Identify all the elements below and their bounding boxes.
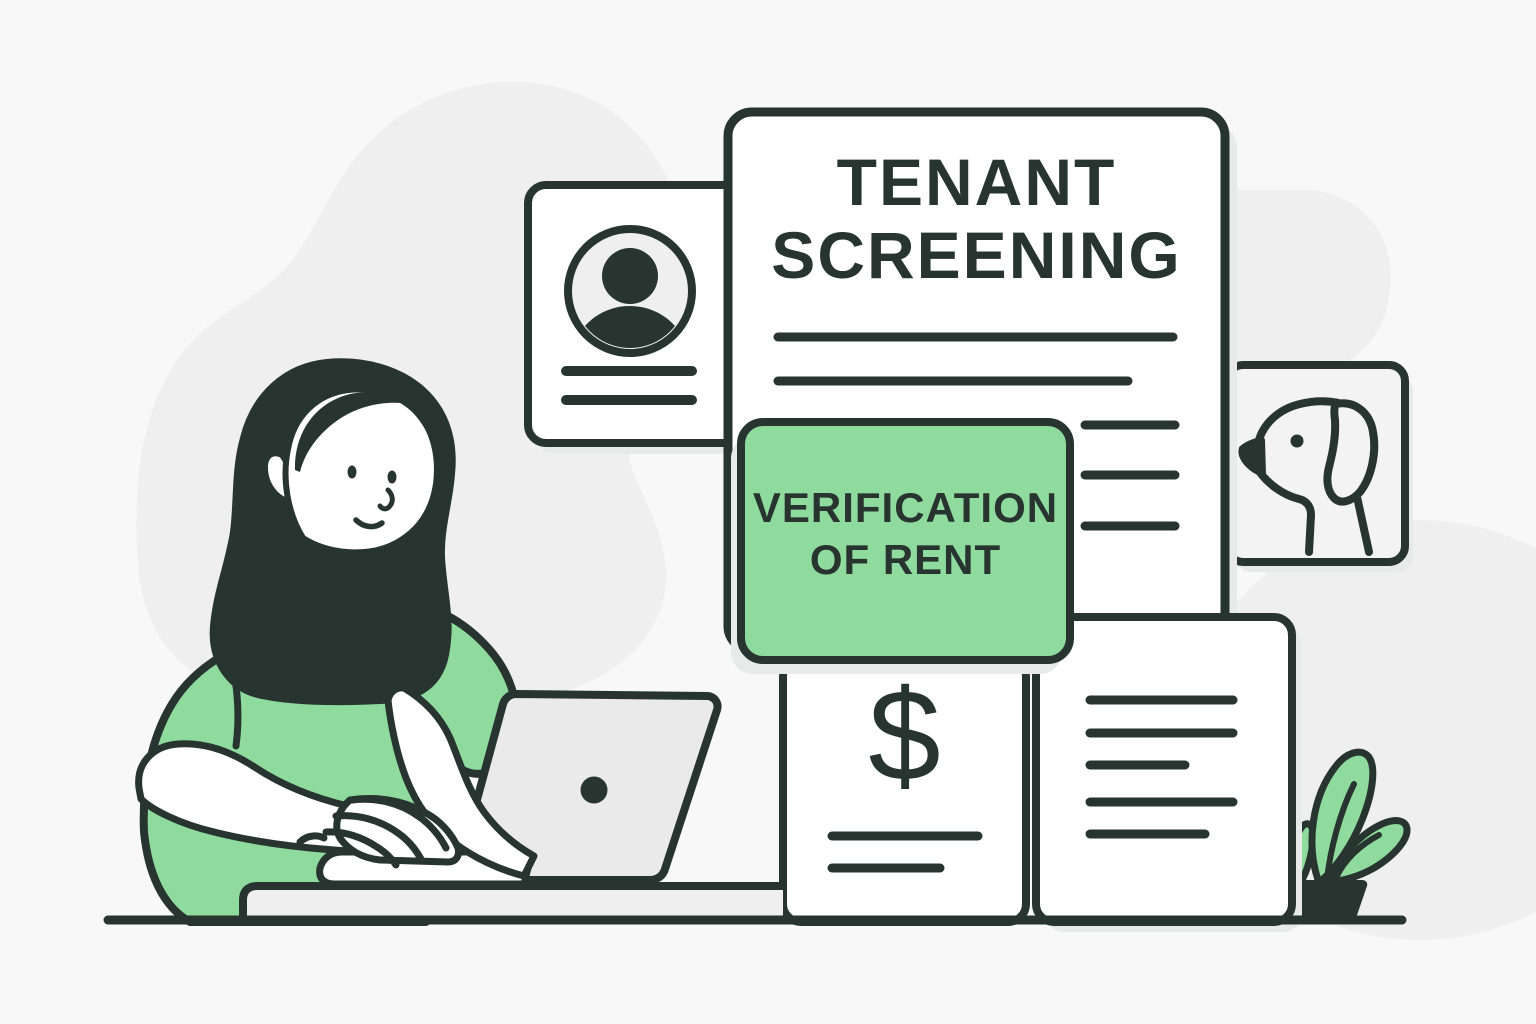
laptop-logo-dot [580,776,608,804]
dog-card [1223,361,1413,572]
laptop-illustration [454,690,722,884]
document-title: TENANT SCREENING [728,146,1225,292]
desk [239,882,787,922]
verification-card [731,418,1074,674]
verification-label-line-1: VERIFICATION [752,484,1059,531]
woman-face-features [347,465,397,530]
woman-illustration [139,358,522,926]
document-title-line-2: SCREENING [771,218,1182,292]
woman-face [282,386,440,556]
document-title-line-1: TENANT [836,145,1117,219]
top-right-blob [1229,190,1391,361]
woman-right-arm [384,684,538,880]
plant-illustration [1288,748,1411,923]
notes-card [1032,613,1302,932]
woman-hair-lock [294,392,410,472]
woman-fingers [296,795,450,869]
verification-label-line-2: OF RENT [809,536,1002,583]
verification-card-label: VERIFICATION OF RENT [741,482,1070,586]
dog-icon [1238,397,1379,556]
plant-pot [1288,880,1368,923]
id-card [524,181,768,454]
woman-left-arm [135,740,462,869]
dollar-symbol: $ [868,662,941,808]
avatar-icon [564,225,696,357]
